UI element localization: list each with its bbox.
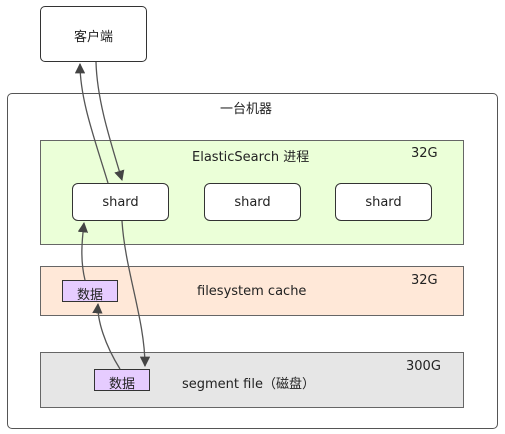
shard-label: shard (365, 195, 402, 210)
es-memory-size: 32G (411, 146, 438, 161)
arrow-cache-to-shard (77, 221, 89, 281)
segment-file-title: segment file（磁盘） (182, 377, 315, 392)
shard-box: shard (335, 183, 432, 221)
cache-data-label: 数据 (76, 288, 103, 303)
read-arrow-shard-to-segment (121, 220, 151, 368)
client-label: 客户端 (73, 30, 113, 45)
es-process-title: ElasticSearch 进程 (192, 150, 310, 165)
arrow-segment-to-cache (92, 302, 121, 370)
shard-box: shard (72, 183, 169, 221)
segment-file-size: 300G (406, 359, 441, 374)
shard-label: shard (102, 195, 139, 210)
segment-data-tag: 数据 (94, 369, 150, 392)
response-arrow-shard-to-client (74, 62, 109, 184)
shard-label: shard (234, 195, 271, 210)
cache-data-tag: 数据 (62, 280, 118, 303)
filesystem-cache-title: filesystem cache (197, 284, 307, 299)
segment-data-label: 数据 (108, 377, 135, 392)
machine-title: 一台机器 (220, 102, 273, 117)
shard-box: shard (204, 183, 301, 221)
client-box: 客户端 (40, 6, 147, 62)
filesystem-cache-size: 32G (411, 273, 438, 288)
request-arrow-client-to-shard (95, 61, 125, 181)
